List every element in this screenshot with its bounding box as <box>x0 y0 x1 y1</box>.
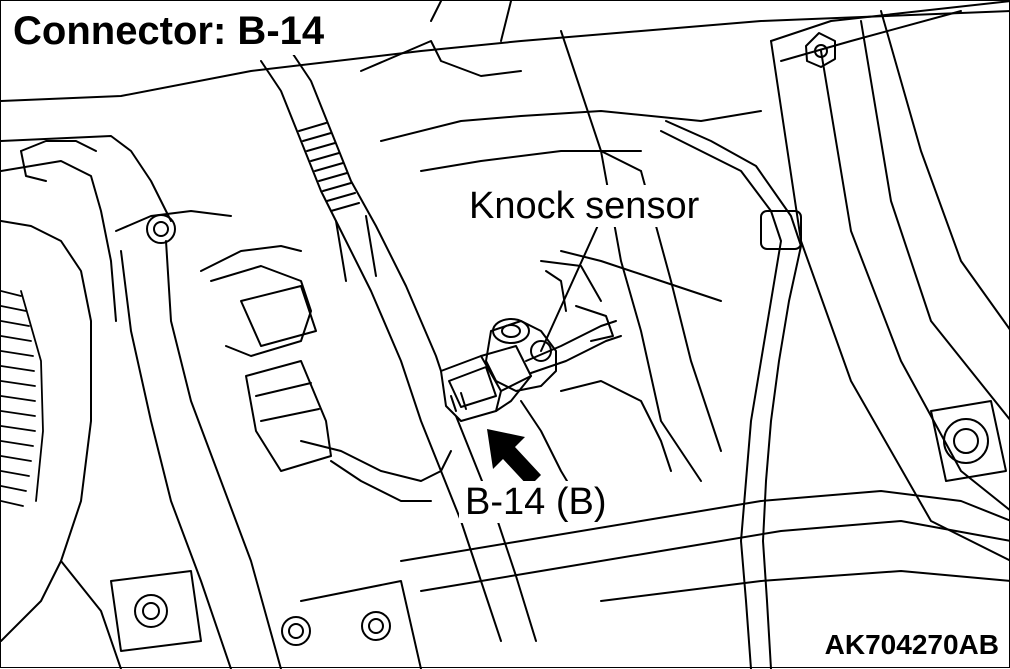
left-harness-connectors <box>200 245 452 502</box>
connector-pointer-arrow <box>487 429 541 487</box>
knock-sensor <box>485 260 622 392</box>
figure-code: AK704270AB <box>820 629 1003 661</box>
right-hose <box>660 120 802 669</box>
diagram-title: Connector: B-14 <box>9 9 333 55</box>
flywheel-gear <box>1 290 44 507</box>
left-frame-rail <box>1 140 282 669</box>
right-frame-rail <box>770 1 1010 562</box>
knock-sensor-label: Knock sensor <box>463 185 706 227</box>
connector-b14-label: B-14 (B) <box>459 481 613 523</box>
knock-sensor-leader-line <box>540 222 600 352</box>
engine-block-outline <box>1 1 1010 482</box>
connector-b14 <box>440 345 532 422</box>
wiring-harness-upper <box>260 50 537 642</box>
lower-engine-outline <box>60 380 1010 669</box>
